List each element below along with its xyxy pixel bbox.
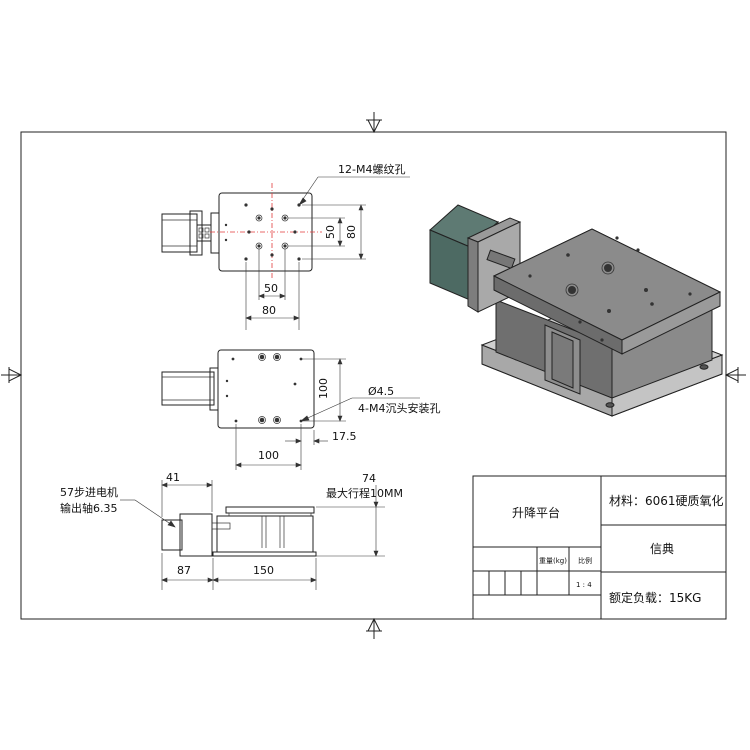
dim-150: 150 [253, 564, 274, 577]
title-block-scale-header: 比例 [578, 556, 592, 565]
top-view-bottom-dims [245, 249, 300, 330]
motor-label-line2: 输出轴6.35 [60, 501, 118, 515]
side-dim-100: 100 [317, 378, 330, 399]
mount-holes-label: 4-M4沉头安装孔 [358, 401, 440, 415]
thread-holes-label: 12-M4螺纹孔 [338, 162, 405, 176]
title-block-scale-value: 1 : 4 [576, 581, 592, 589]
bottom-dim-100: 100 [258, 449, 279, 462]
max-travel-label: 最大行程10MM [326, 486, 403, 500]
motor-label-line1: 57步进电机 [60, 485, 118, 499]
bottom-view [161, 349, 315, 429]
front-view [161, 506, 317, 557]
centering-mark-top [366, 112, 382, 134]
dim-74: 74 [362, 472, 376, 485]
title-block [472, 475, 727, 620]
dim-87: 87 [177, 564, 191, 577]
dim-17-5: 17.5 [332, 430, 357, 443]
title-block-material: 材料：6061硬质氧化 [609, 494, 724, 508]
centering-mark-right [724, 367, 746, 383]
title-block-load: 额定负载：15KG [609, 590, 701, 605]
dim-41: 41 [166, 471, 180, 484]
top-dim-50: 50 [264, 282, 278, 295]
front-view-dims [120, 480, 385, 590]
top-view-right-dims [288, 204, 366, 260]
title-block-weight-header: 重量(kg) [539, 557, 567, 565]
thread-holes-leader [298, 176, 410, 206]
top-view [161, 183, 322, 280]
title-block-name: 升降平台 [512, 505, 560, 520]
centering-mark-left [1, 367, 23, 383]
hole-diameter-label: Ø4.5 [368, 385, 394, 398]
top-dim-80: 80 [262, 304, 276, 317]
isometric-model [429, 204, 724, 417]
bottom-view-dims [235, 358, 420, 470]
right-dim-50: 50 [324, 225, 337, 239]
right-dim-80: 80 [345, 225, 358, 239]
title-block-company: 信典 [650, 542, 674, 556]
centering-mark-bottom [366, 617, 382, 639]
